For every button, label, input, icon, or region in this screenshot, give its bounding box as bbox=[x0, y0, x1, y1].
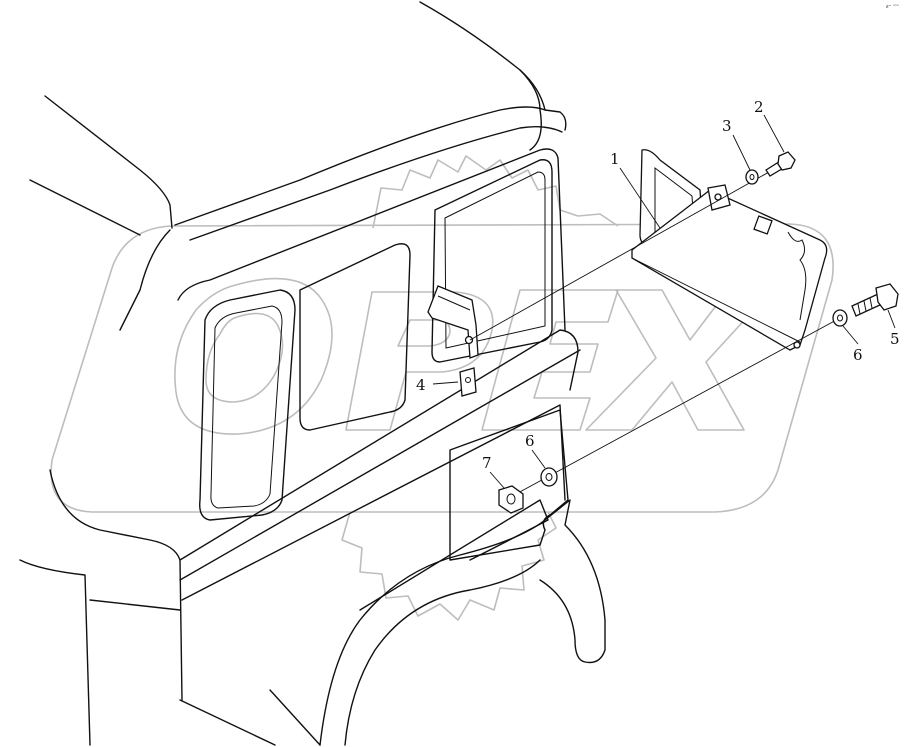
cab-rear-window-inner bbox=[210, 305, 283, 509]
washer-icon bbox=[540, 467, 558, 487]
assembly-axis-lines bbox=[469, 162, 841, 501]
part-1-mud-flap-bracket bbox=[631, 149, 828, 351]
cab-belt-line bbox=[179, 329, 579, 561]
cab-mudguard-plate bbox=[449, 409, 569, 561]
clip-bracket-upper bbox=[427, 285, 479, 359]
axis-upper bbox=[469, 162, 786, 341]
callout-1: 1 bbox=[610, 150, 620, 168]
cab-fender-inner bbox=[344, 559, 541, 746]
cab-roof-rear-curve bbox=[119, 229, 171, 331]
watermark-rounded-frame bbox=[50, 223, 834, 513]
leader-5 bbox=[887, 309, 896, 329]
opex-watermark bbox=[50, 155, 834, 621]
washer-6-lower bbox=[540, 467, 558, 487]
leader-2 bbox=[763, 114, 785, 153]
cab-corner-curve bbox=[519, 69, 542, 151]
callout-4: 4 bbox=[416, 376, 426, 394]
callout-6-upper: 6 bbox=[853, 346, 863, 364]
cab-roof-inner-line bbox=[29, 179, 141, 236]
cab-wheel-arch bbox=[319, 499, 606, 746]
washer-6-upper-hole bbox=[837, 314, 843, 322]
cab-roof-front-edge bbox=[44, 95, 173, 229]
corner-mark: ƶ⁼ ⁿⁿⁿ bbox=[886, 4, 899, 10]
callout-7: 7 bbox=[482, 454, 492, 472]
leader-7 bbox=[489, 471, 505, 489]
cab-door-window-inner bbox=[444, 171, 546, 349]
cab-front-edge bbox=[49, 469, 183, 701]
bracket-slot bbox=[753, 215, 773, 235]
cab-rear-window bbox=[199, 289, 296, 521]
washer-icon bbox=[832, 309, 848, 327]
cab-bottom-line bbox=[89, 599, 181, 611]
callout-6-lower: 6 bbox=[525, 432, 535, 450]
fasteners bbox=[498, 151, 899, 514]
axis-lower bbox=[504, 317, 841, 501]
bracket-plate-fold bbox=[631, 257, 801, 343]
cab-belt-line-lower bbox=[179, 349, 581, 581]
watermark-gear-top bbox=[372, 155, 619, 229]
cab-side-window bbox=[299, 243, 411, 431]
part-4-clip-nut bbox=[427, 285, 479, 397]
hex-nut-icon bbox=[498, 485, 524, 514]
bracket-hole-lower bbox=[793, 341, 801, 349]
callout-5: 5 bbox=[890, 330, 900, 348]
callout-3: 3 bbox=[722, 117, 732, 135]
cab-roof-ridge bbox=[189, 125, 563, 241]
cab-roof-peak bbox=[174, 106, 546, 226]
leader-1 bbox=[619, 167, 661, 229]
cab-step-line-2 bbox=[269, 689, 321, 746]
leader-3 bbox=[732, 134, 751, 171]
watermark-letter-x bbox=[585, 289, 773, 431]
hex-nut-7-hole bbox=[506, 493, 516, 505]
clip-hole bbox=[464, 335, 474, 345]
bracket-torn-edge bbox=[787, 231, 807, 321]
bolt-icon bbox=[851, 283, 899, 317]
watermark-letter-e bbox=[481, 289, 619, 431]
leader-6a bbox=[842, 325, 859, 345]
bolt-5-thread bbox=[857, 297, 873, 315]
bracket-hole-upper bbox=[714, 193, 722, 201]
bolt-icon bbox=[765, 151, 796, 177]
bolt-5-head bbox=[875, 283, 899, 311]
watermark-letter-o bbox=[174, 277, 333, 435]
bolt-2-head bbox=[777, 151, 796, 171]
washer-6-upper bbox=[832, 309, 848, 327]
washer-3-hole bbox=[749, 174, 755, 180]
clip-nut-hole bbox=[465, 377, 471, 383]
leader-lines bbox=[432, 114, 896, 489]
leader-6b bbox=[531, 449, 546, 469]
vehicle-cab bbox=[19, 1, 606, 746]
callout-2: 2 bbox=[754, 98, 764, 116]
washer-3 bbox=[745, 169, 759, 185]
washer-6-lower-hole bbox=[545, 473, 553, 481]
cab-side-top-line bbox=[177, 148, 566, 331]
callout-labels: 1 2 3 4 5 6 6 7 bbox=[416, 98, 900, 472]
hex-nut-7 bbox=[498, 485, 524, 514]
cab-front-bottom bbox=[19, 559, 91, 746]
leader-4 bbox=[432, 381, 459, 385]
washer-icon bbox=[745, 169, 759, 185]
watermark-gear-bottom bbox=[341, 511, 557, 621]
cab-step-line bbox=[179, 699, 276, 746]
clip-bracket-fold bbox=[437, 295, 471, 311]
cab-roof-outline bbox=[419, 1, 567, 131]
